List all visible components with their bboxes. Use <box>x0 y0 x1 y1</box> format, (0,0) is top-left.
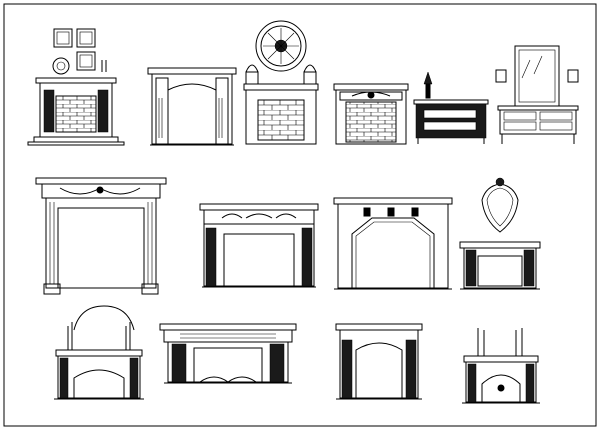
dresser-mirror <box>495 45 579 144</box>
sheet-border <box>3 3 597 427</box>
fireplace-candles-arched <box>54 305 144 400</box>
fireplace-carved-frieze <box>199 203 319 288</box>
fireplace-stone-arch <box>333 197 453 290</box>
fireplace-mirror-mantel <box>459 177 541 290</box>
fireplace-classic-arch <box>147 67 237 146</box>
fireplace-candles-round <box>462 328 540 404</box>
fireplace-brick-pictures <box>27 28 125 146</box>
fireplace-brick-carved <box>333 83 409 145</box>
fireplace-caryatids <box>159 323 297 384</box>
mantel-swag <box>35 177 167 295</box>
sideboard-lamp <box>413 71 489 144</box>
fireplace-brick-rosette <box>243 20 319 145</box>
fireplace-simple-columns <box>335 323 423 400</box>
